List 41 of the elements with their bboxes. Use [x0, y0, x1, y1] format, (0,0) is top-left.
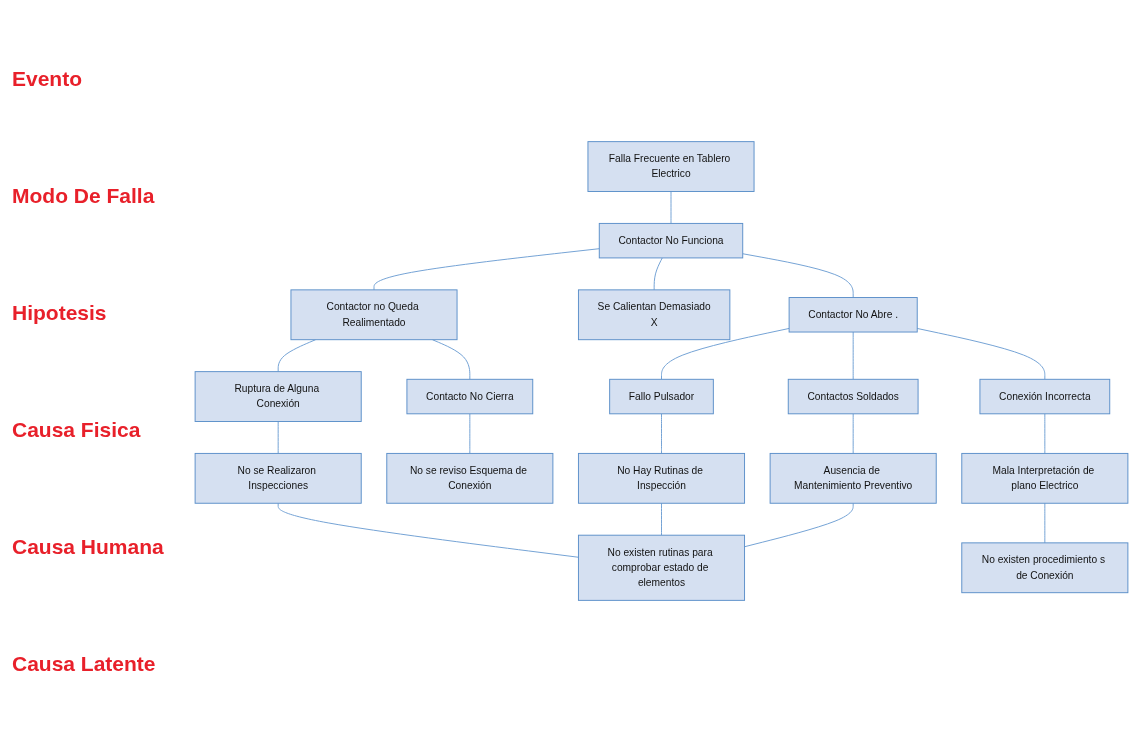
node-box: Ausencia de Mantenimiento Preventivo: [769, 452, 937, 504]
connector: [742, 253, 854, 298]
node-box: Contactos Soldados: [787, 378, 919, 415]
connector: [469, 413, 471, 454]
connector: [661, 413, 662, 454]
connector: [277, 421, 279, 454]
connector: [653, 257, 663, 291]
node-box: Contactor No Funciona: [598, 222, 744, 259]
connector: [852, 331, 854, 380]
connector: [277, 339, 317, 373]
connector: [1044, 502, 1046, 544]
connector: [852, 413, 854, 454]
level-label: Evento: [12, 66, 83, 91]
connector: [661, 327, 790, 380]
node-box: No se Realizaron Inspecciones: [194, 452, 362, 504]
node-box: Mala Interpretación de plano Electrico: [961, 452, 1129, 504]
connector: [431, 339, 471, 380]
node-box: Falla Frecuente en Tablero Electrico: [587, 141, 755, 192]
connector: [916, 327, 1046, 380]
level-label: Modo De Falla: [12, 183, 156, 208]
node-box: Ruptura de Alguna Conexión: [194, 371, 362, 422]
node-box: No existen rutinas para comprobar estado de elementos: [577, 534, 746, 601]
level-label: Causa Humana: [12, 534, 165, 559]
connector: [744, 502, 854, 548]
node-box: Contactor No Abre .: [788, 297, 918, 333]
connector: [277, 502, 579, 558]
connector: [373, 248, 600, 291]
node-box: Conexión Incorrecta: [979, 378, 1111, 415]
level-label: Causa Fisica: [12, 417, 142, 442]
connector: [1044, 413, 1046, 454]
level-label: Causa Latente: [12, 651, 157, 676]
node-box: Se Calientan Demasiado X: [577, 289, 731, 341]
connector: [670, 191, 672, 224]
level-label: Hipotesis: [12, 300, 108, 325]
node-box: No Hay Rutinas de Inspección: [577, 452, 746, 504]
connector: [661, 502, 662, 536]
node-box: No existen procedimiento s de Conexión: [961, 542, 1129, 594]
node-box: Fallo Pulsador: [609, 378, 714, 415]
node-box: Contactor no Queda Realimentado: [290, 289, 458, 341]
node-box: No se reviso Esquema de Conexión: [386, 452, 554, 504]
node-box: Contacto No Cierra: [406, 378, 534, 415]
